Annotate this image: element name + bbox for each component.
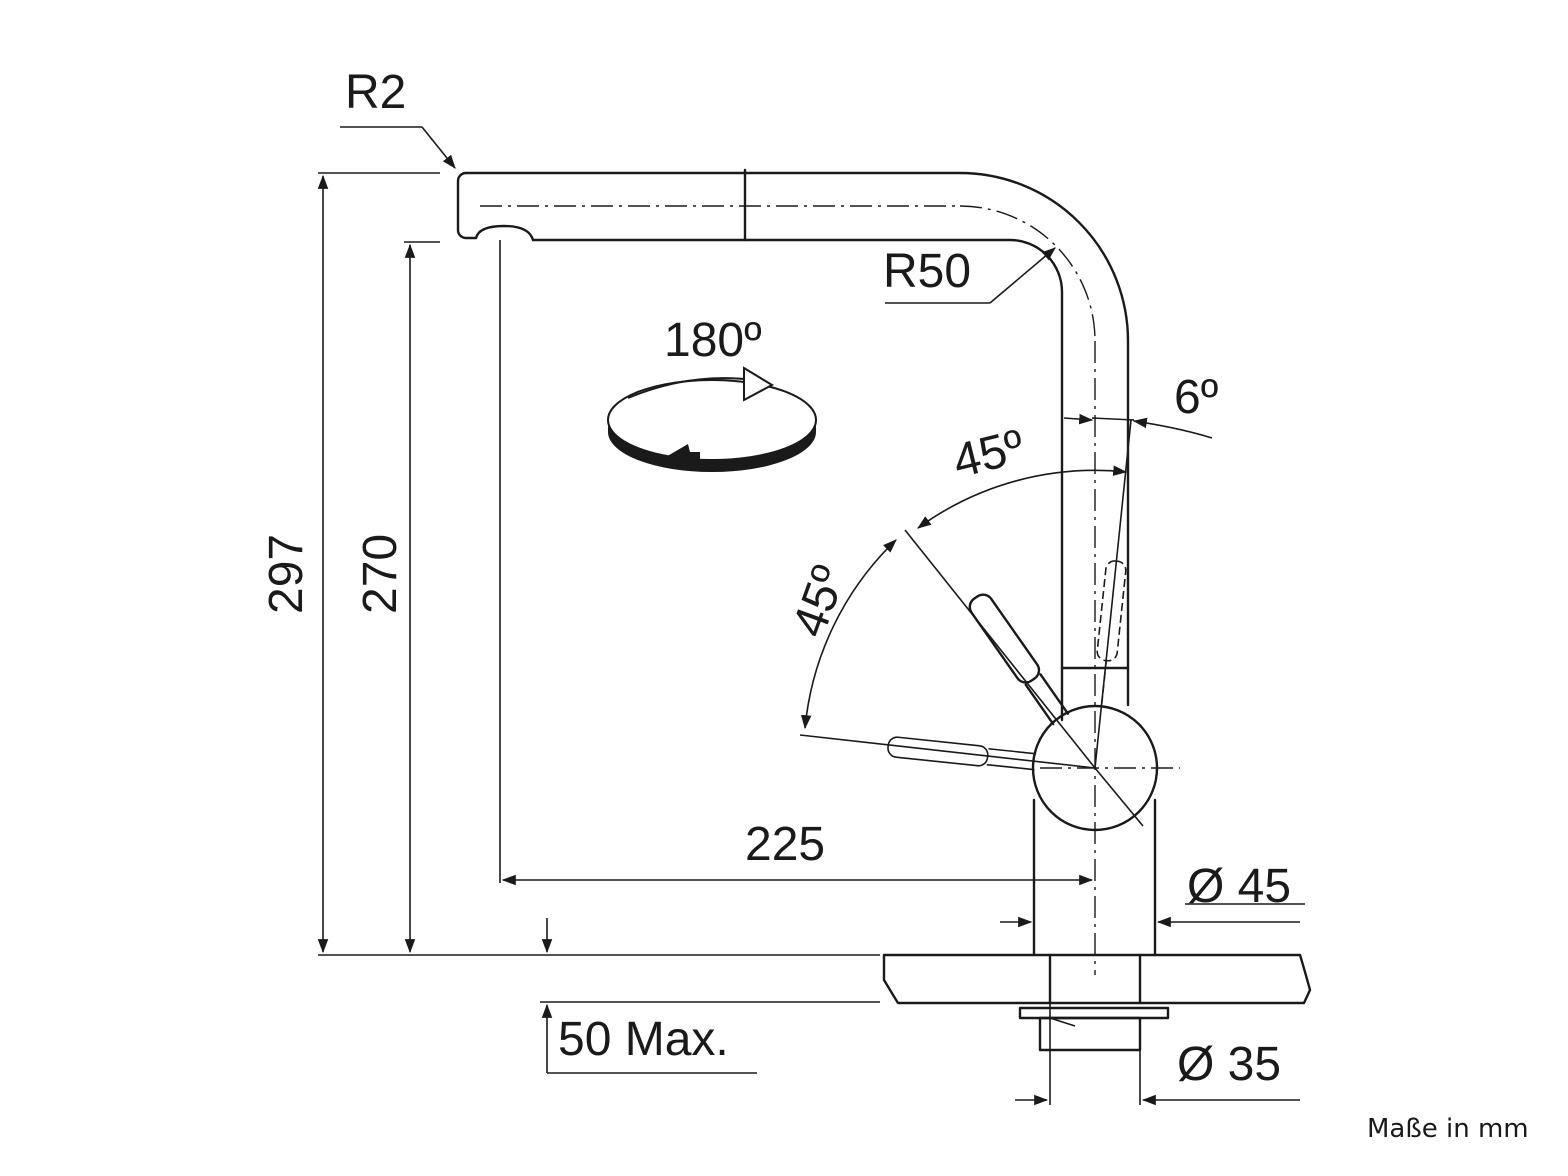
label-height-total: 297	[260, 534, 313, 614]
label-height-outlet: 270	[354, 534, 407, 614]
dimension-lines	[317, 126, 1305, 1106]
label-dia-mount: Ø 35	[1177, 1038, 1281, 1091]
label-angle-upper: 45º	[948, 420, 1030, 489]
label-countertop-thickness: 50 Max.	[558, 1013, 729, 1066]
label-angle-lower: 45º	[783, 559, 857, 644]
label-rotation: 180º	[664, 314, 762, 367]
label-r2: R2	[345, 66, 406, 119]
label-dia-base: Ø 45	[1187, 860, 1291, 913]
label-reach: 225	[745, 818, 825, 871]
countertop	[882, 953, 1312, 1052]
center-lines	[480, 205, 1180, 975]
dimension-labels: R2 R50 180º 6º 45º 45º 297 270 225 Ø 45 …	[260, 66, 1529, 1144]
units-note: Maße in mm	[1367, 1114, 1529, 1144]
rotation-180-icon	[607, 366, 817, 472]
label-tilt: 6º	[1174, 371, 1218, 424]
lever-90	[887, 736, 1037, 771]
lever-positions	[799, 419, 1144, 827]
label-r50: R50	[883, 245, 971, 298]
lever-45	[968, 593, 1070, 726]
